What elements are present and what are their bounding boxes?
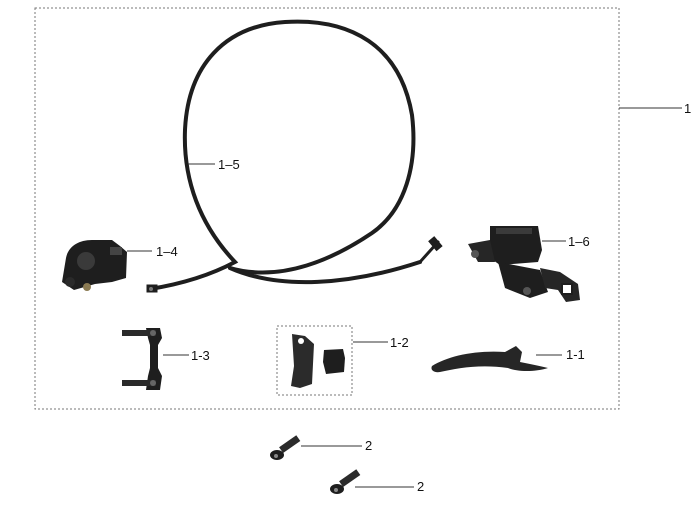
brake-hose-icon — [146, 19, 443, 293]
bolt-icon — [330, 469, 361, 494]
callout-bracket: 1-3 — [191, 348, 210, 363]
brake-caliper-icon — [62, 240, 127, 291]
brake-lever-icon — [431, 346, 548, 373]
bolt-icon — [270, 435, 301, 460]
assembly-frame — [34, 7, 620, 410]
master-cylinder-icon — [468, 226, 580, 302]
callout-caliper: 1–4 — [156, 244, 178, 259]
callout-bolt-b: 2 — [417, 479, 424, 494]
pads-frame — [276, 325, 353, 396]
callout-hose: 1–5 — [218, 157, 240, 172]
brake-pads-icon — [291, 334, 345, 388]
callout-bolt-a: 2 — [365, 438, 372, 453]
callout-lever: 1-1 — [566, 347, 585, 362]
caliper-bracket-icon — [122, 328, 162, 390]
callout-assembly: 1 — [684, 101, 691, 116]
callout-pads: 1-2 — [390, 335, 409, 350]
callout-master-cylinder: 1–6 — [568, 234, 590, 249]
